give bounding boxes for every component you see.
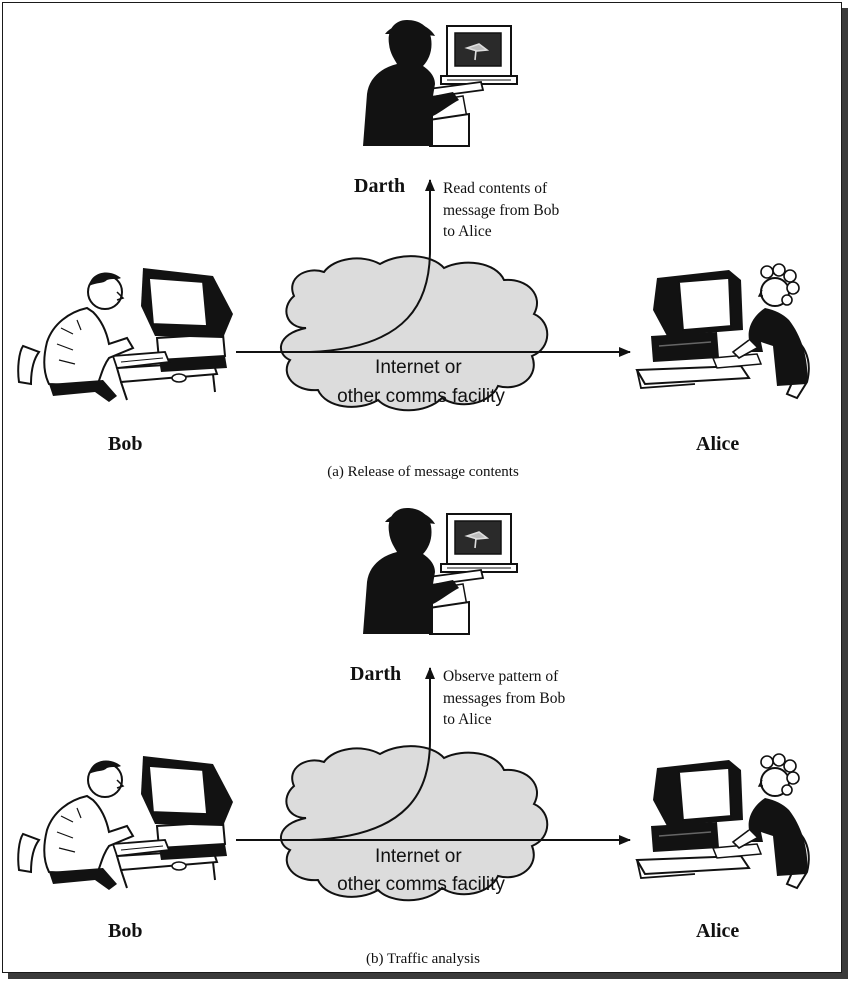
attack-note-line-2: message from Bob bbox=[443, 202, 559, 219]
attack-note: Observe pattern of messages from Bob to … bbox=[443, 668, 569, 728]
cloud-label: Internet or other comms facility bbox=[337, 357, 505, 407]
panel-caption: (a) Release of message contents bbox=[327, 464, 519, 480]
alice-label: Alice bbox=[696, 433, 739, 455]
alice-workstation-icon bbox=[636, 753, 810, 889]
hacker-silhouette-icon bbox=[362, 507, 518, 635]
attack-note-line-2: messages from Bob bbox=[443, 690, 566, 707]
bob-workstation-icon bbox=[17, 267, 234, 403]
bob-workstation-icon bbox=[17, 755, 234, 891]
darth-label: Darth bbox=[350, 663, 401, 685]
darth-label: Darth bbox=[354, 175, 405, 197]
attack-note-line-3: to Alice bbox=[443, 223, 492, 240]
attack-note-line-1: Observe pattern of bbox=[443, 668, 559, 685]
bob-label: Bob bbox=[108, 920, 142, 942]
bob-label: Bob bbox=[108, 433, 142, 455]
alice-label: Alice bbox=[696, 920, 739, 942]
cloud-label-line-2: other comms facility bbox=[337, 874, 505, 895]
panel-caption: (b) Traffic analysis bbox=[366, 951, 480, 967]
hacker-silhouette-icon bbox=[362, 19, 518, 147]
interception-arrow bbox=[309, 667, 435, 841]
cloud-label: Internet or other comms facility bbox=[337, 846, 505, 895]
interception-arrow bbox=[309, 179, 435, 353]
panel-a: Darth Read contents of message from Bob … bbox=[17, 19, 810, 480]
panel-b: Darth Observe pattern of messages from B… bbox=[17, 507, 810, 967]
alice-workstation-icon bbox=[636, 263, 810, 399]
cloud-label-line-1: Internet or bbox=[375, 846, 462, 867]
attack-note-line-3: to Alice bbox=[443, 711, 492, 728]
cloud-label-line-1: Internet or bbox=[375, 357, 462, 378]
attack-note: Read contents of message from Bob to Ali… bbox=[443, 180, 563, 240]
attack-note-line-1: Read contents of bbox=[443, 180, 548, 197]
cloud-label-line-2: other comms facility bbox=[337, 386, 505, 407]
